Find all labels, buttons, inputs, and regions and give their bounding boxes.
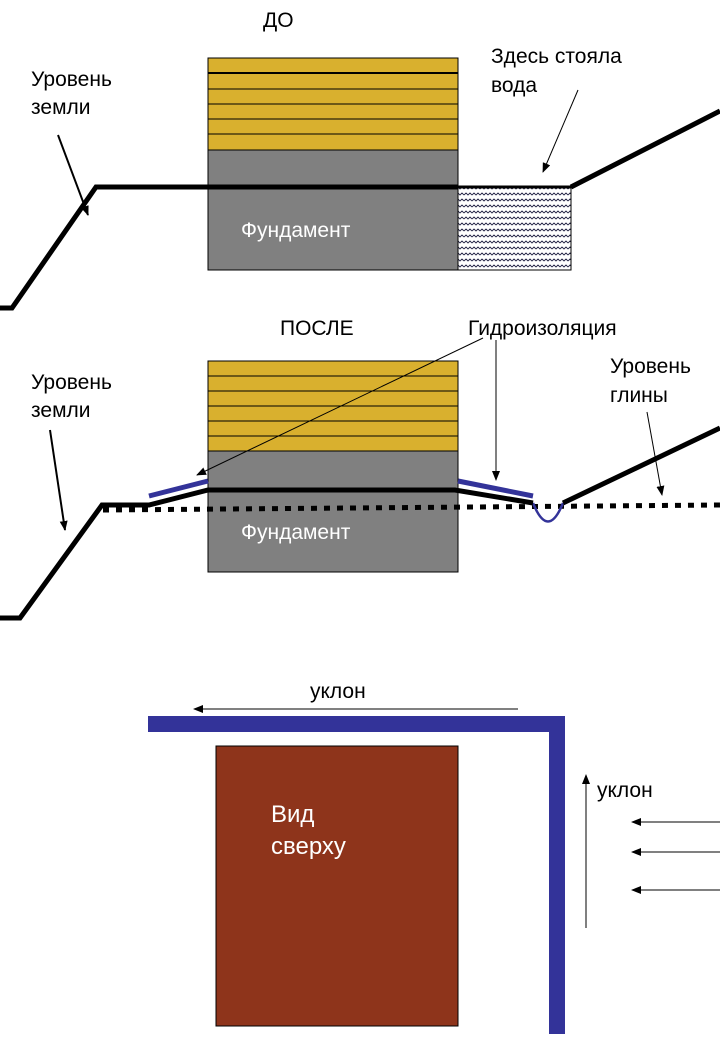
after-title: ПОСЛЕ	[280, 317, 354, 340]
ground-label-line2: земли	[31, 96, 91, 119]
foundation-label: Фундамент	[241, 521, 351, 544]
drain-top	[148, 716, 565, 732]
ground-line-left	[0, 487, 534, 621]
slope-label-right: уклон	[597, 779, 653, 802]
ground-arrow-icon	[57, 134, 89, 216]
foundation-block	[207, 149, 459, 271]
ground-line-left	[0, 184, 458, 311]
before-section: ДО Фундамент Уровень земли Здесь стояла …	[0, 9, 720, 311]
water-label-line2: вода	[491, 74, 537, 97]
after-section: ПОСЛЕ Фундамент Уровень земли Гидроизоля…	[0, 317, 720, 621]
waterproofing-right	[457, 478, 534, 499]
slope-label-top: уклон	[310, 680, 366, 703]
clay-label-line2: глины	[610, 384, 668, 407]
house-label-line2: сверху	[271, 833, 346, 860]
standing-water	[457, 186, 572, 271]
foundation-label: Фундамент	[241, 219, 351, 242]
ground-label-line1: Уровень	[31, 371, 112, 394]
house-top-view	[215, 745, 459, 1027]
foundation-block	[207, 450, 459, 573]
ground-line-right	[561, 425, 720, 506]
house-walls	[207, 57, 459, 151]
clay-label-line1: Уровень	[610, 355, 691, 378]
drain-right	[549, 716, 565, 1034]
drain-ditch	[531, 502, 565, 523]
top-view-section: уклон Вид сверху уклон	[148, 680, 720, 1034]
waterproofing-label: Гидроизоляция	[468, 317, 617, 340]
clay-arrow-icon	[646, 411, 665, 496]
waterproofing-arrow-left-icon	[196, 337, 484, 476]
water-arrow-icon	[542, 89, 579, 173]
ground-line-right	[569, 108, 720, 190]
house-label-line1: Вид	[271, 801, 314, 828]
house-walls	[207, 360, 459, 452]
ground-arrow-icon	[49, 429, 68, 531]
water-label-line1: Здесь стояла	[491, 45, 622, 68]
waterproofing-left	[148, 478, 209, 499]
ground-label-line2: земли	[31, 399, 91, 422]
before-title: ДО	[263, 9, 294, 32]
ground-label-line1: Уровень	[31, 68, 112, 91]
